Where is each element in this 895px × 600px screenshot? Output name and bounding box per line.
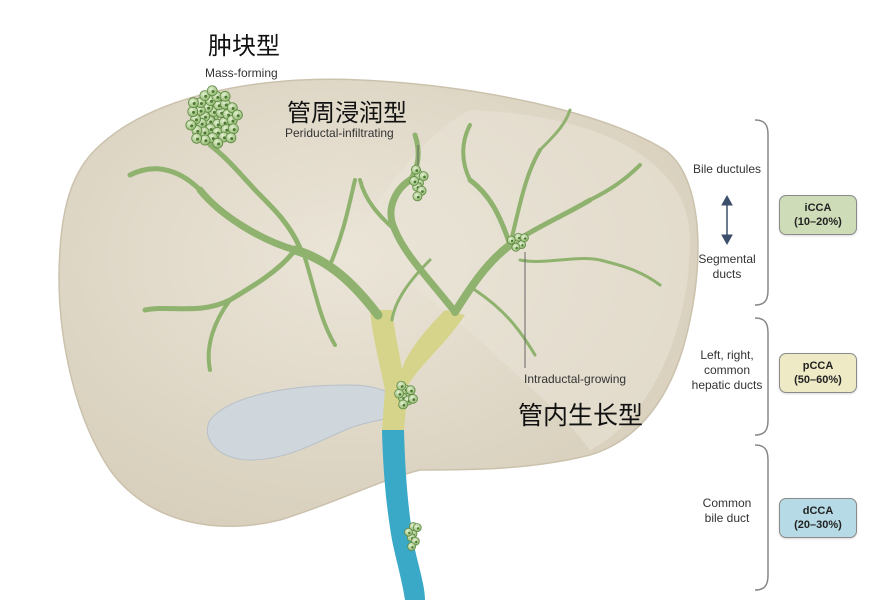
duct-tree [127,108,662,372]
common-bile-duct-label: Common bile duct [702,496,752,525]
periductal-cn: 管周浸润型 [287,99,407,127]
tumor-clusters [185,85,529,551]
hilar-duct [370,310,465,430]
intraductal-tumor-cbd [404,522,422,551]
intraductal-en: Intraductal-growing [524,372,627,386]
classification-brackets [754,119,769,591]
bile-ductules-label: Bile ductules [692,162,762,176]
dcca-range: (20–30%) [794,519,842,531]
icca-range: (10–20%) [794,216,842,228]
dcca-badge: dCCA (20–30%) [779,498,857,538]
intraductal-cn: 管内生长型 [518,401,644,430]
intraductal-tumor-branch [506,232,529,252]
icca-name: iCCA [804,202,832,214]
periductal-tumor [409,164,429,202]
mass-forming-cn: 肿块型 [208,32,280,60]
pcca-badge: pCCA (50–60%) [779,353,857,393]
hepatic-ducts-label: Left, right, common hepatic ducts [691,348,763,392]
common-bile-duct [382,430,425,600]
periductal-en: Periductal-infiltrating [285,126,394,140]
icca-badge: iCCA (10–20%) [779,195,857,235]
mass-forming-tumor [185,85,243,149]
pcca-range: (50–60%) [794,374,842,386]
ductule-arrow-icon [721,194,733,246]
segmental-ducts-label: Segmental ducts [698,252,756,281]
mass-forming-en: Mass-forming [205,66,278,80]
intraductal-tumor-hilar [394,380,418,410]
dcca-name: dCCA [802,505,834,517]
pcca-name: pCCA [802,360,834,372]
